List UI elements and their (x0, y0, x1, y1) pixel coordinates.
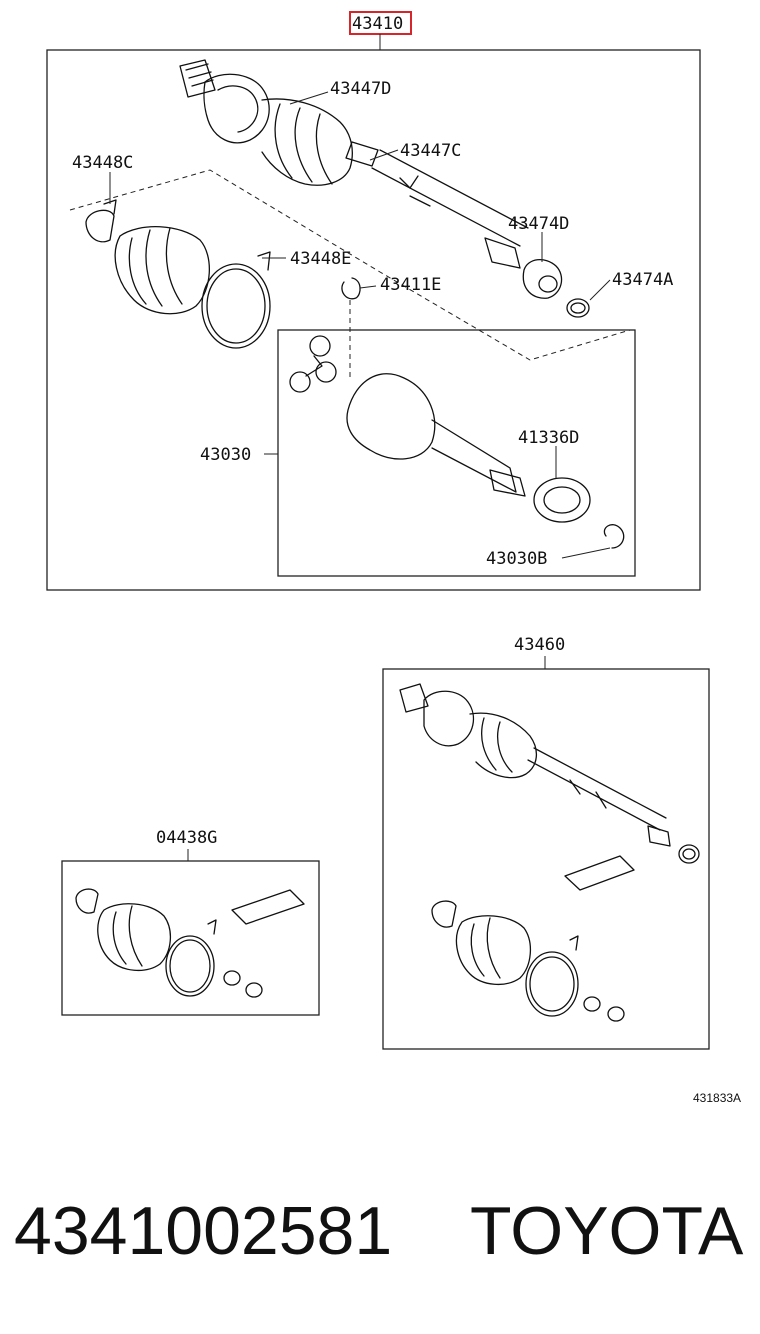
label-outer-boot[interactable]: 43447D (330, 79, 391, 99)
label-bearing[interactable]: 43474D (508, 214, 569, 234)
leader-43474A (589, 279, 611, 301)
boot-kit-label[interactable]: 04438G (156, 828, 217, 848)
inner-joint-illustration (289, 335, 625, 549)
leader-43447D (289, 91, 329, 105)
label-bearing-ring[interactable]: 43474A (612, 270, 673, 290)
leader-43030B (561, 547, 611, 559)
label-outer-clamp[interactable]: 43448C (72, 153, 133, 173)
inner-joint-frame (277, 329, 636, 577)
leader-43411E (359, 285, 377, 289)
footer-part-number[interactable]: 4341002581 (14, 1193, 392, 1269)
main-assembly-frame (46, 49, 701, 591)
boot-kit-illustration (75, 888, 305, 998)
label-inner-joint[interactable]: 43030 (200, 445, 251, 465)
label-outer-shaft[interactable]: 43447C (400, 141, 461, 161)
label-dust-seal[interactable]: 41336D (518, 428, 579, 448)
illustration-reference: 431833A (693, 1091, 741, 1105)
label-snap-ring[interactable]: 43411E (380, 275, 441, 295)
sub-assembly-label[interactable]: 43460 (514, 635, 565, 655)
boot-kit-frame (61, 860, 320, 1016)
sub-assembly-frame (382, 668, 710, 1050)
footer-brand: TOYOTA (470, 1193, 744, 1269)
label-circlip[interactable]: 43030B (486, 549, 547, 569)
main-part-label[interactable]: 43410 (352, 14, 403, 34)
label-inner-band[interactable]: 43448E (290, 249, 351, 269)
sub-assembly-illustration (399, 683, 700, 1022)
leader-43447C (369, 149, 399, 161)
driveshaft-illustration (69, 59, 631, 380)
